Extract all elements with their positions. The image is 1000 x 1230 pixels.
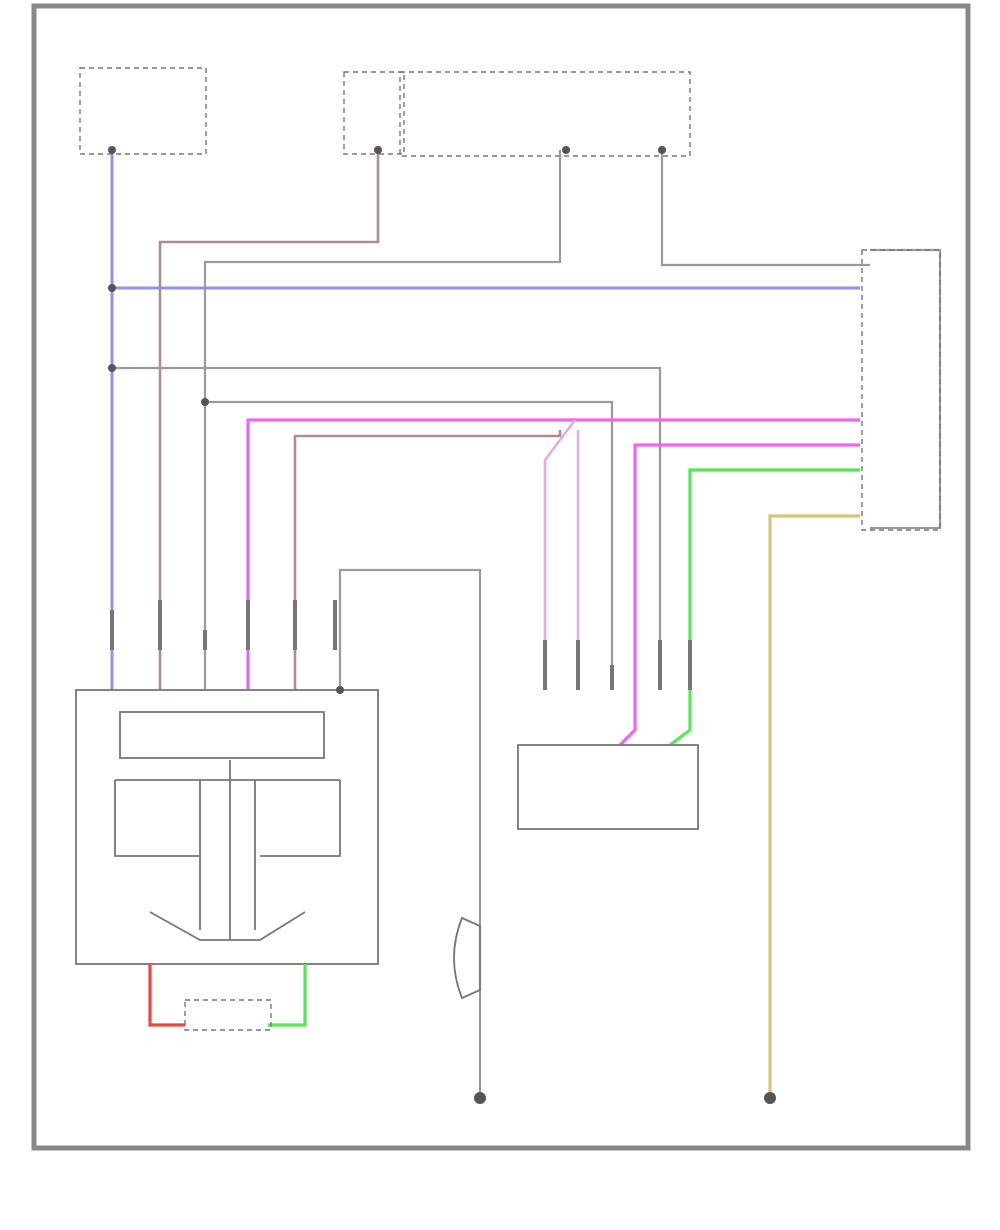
- horn-shape: [453, 916, 481, 1000]
- splice-8: [336, 686, 344, 694]
- splice-2: [108, 364, 116, 372]
- wire-gray-1: [203, 150, 562, 690]
- combination-switch: [75, 689, 379, 965]
- wire-gray-6: [870, 248, 942, 530]
- wire-brown-right: [293, 430, 562, 690]
- splice-3: [201, 398, 209, 406]
- wire-gray-4: [205, 400, 614, 690]
- splice-6: [562, 146, 570, 154]
- module-b: [517, 744, 699, 830]
- wire-brown-top: [158, 150, 380, 690]
- wire-green-loop: [268, 964, 307, 1027]
- splice-5: [374, 146, 382, 154]
- wire-yellow: [768, 514, 860, 1096]
- wire-lpink-1: [543, 419, 577, 690]
- ground-node-b: [764, 1092, 776, 1104]
- wire-green: [669, 468, 860, 747]
- wire-red-loop: [148, 964, 185, 1027]
- wire-gray-5: [338, 568, 482, 1096]
- diagram-frame: [31, 3, 971, 1151]
- wire-gray-2: [660, 150, 870, 267]
- ground-node-a: [474, 1092, 486, 1104]
- switch-contacts: [149, 911, 306, 941]
- splice-1: [108, 284, 116, 292]
- switch-inner: [119, 711, 325, 759]
- pins-left: [110, 600, 337, 650]
- splice-4: [108, 146, 116, 154]
- wire-pink-2: [618, 443, 860, 747]
- switch-internal-lines: [114, 760, 341, 940]
- splice-7: [658, 146, 666, 154]
- relay-box: [399, 71, 691, 157]
- wire-gray-3: [112, 366, 662, 690]
- connector-block: [861, 249, 941, 531]
- fuse-box-left: [79, 67, 207, 155]
- fuse-box-mid: [343, 71, 405, 155]
- sub-switch: [184, 999, 272, 1031]
- pins-right: [543, 640, 692, 690]
